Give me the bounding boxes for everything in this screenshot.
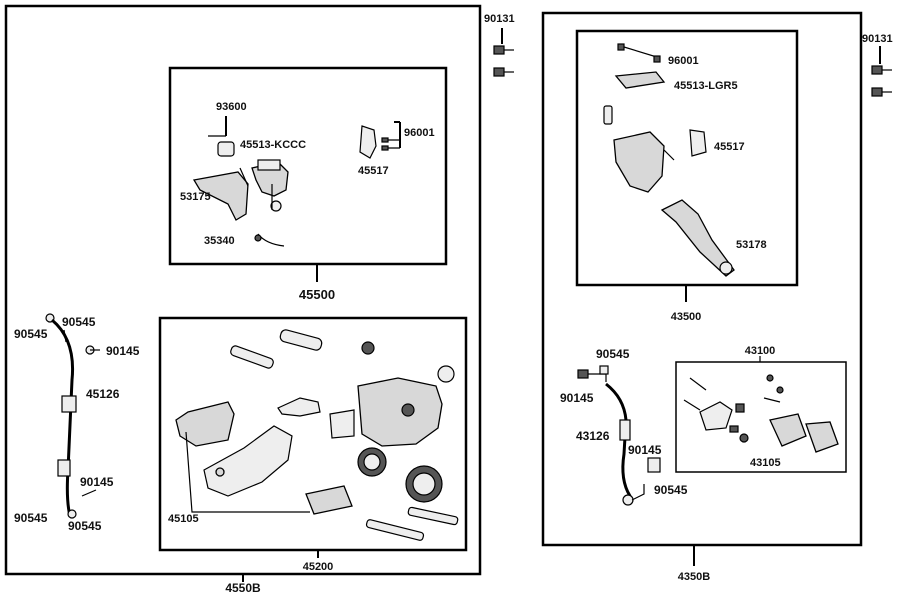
part-53178: 53178 [736, 239, 767, 251]
part-45513-lgr5: 45513-LGR5 [674, 80, 738, 92]
left-hose-part-5: 90145 [80, 475, 114, 489]
left-hose-part-6: 90545 [14, 511, 48, 525]
right-master-drawing [603, 43, 735, 277]
left-caliper-group-frame [158, 316, 468, 552]
right-hose-part-2: 90145 [560, 391, 594, 405]
part-45517-right: 45517 [714, 141, 745, 153]
part-96001-right: 96001 [668, 55, 699, 67]
right-bolt-code: 90131 [862, 33, 893, 45]
left-caliper-group-code: 45200 [303, 561, 334, 573]
right-caliper-group-frame [675, 361, 847, 473]
part-45513-kccc: 45513-KCCC [240, 139, 306, 151]
part-53175: 53175 [180, 191, 211, 203]
part-96001-left: 96001 [404, 127, 435, 139]
part-45517-left: 45517 [358, 165, 389, 177]
right-hose-part-4: 90145 [628, 443, 662, 457]
right-hose-drawing [577, 365, 661, 506]
right-hose-part-1: 90545 [596, 347, 630, 361]
left-hose-part-3: 90145 [106, 344, 140, 358]
part-43105: 43105 [750, 457, 781, 469]
left-master-drawing [192, 116, 401, 247]
right-caliper-group-code: 43100 [745, 345, 776, 357]
left-hose-part-4: 45126 [86, 387, 120, 401]
right-caliper-drawing [683, 374, 839, 453]
part-45105: 45105 [168, 513, 199, 525]
right-assembly-frame [541, 11, 863, 547]
left-hose-part-1: 90545 [14, 327, 48, 341]
left-master-group-frame [168, 66, 448, 266]
left-hose-part-2: 90545 [62, 315, 96, 329]
right-hose-part-3: 43126 [576, 429, 610, 443]
left-master-group-code: 45500 [299, 287, 335, 302]
left-assembly-code: 4550B [225, 581, 261, 595]
part-93600: 93600 [216, 101, 247, 113]
left-hose-drawing [45, 313, 100, 519]
right-top-bolts [871, 46, 892, 97]
center-top-bolts [493, 28, 514, 77]
center-bolt-code: 90131 [484, 13, 515, 25]
part-35340: 35340 [204, 235, 235, 247]
right-master-group-code: 43500 [671, 311, 702, 323]
left-caliper-drawing [175, 329, 459, 541]
right-hose-part-5: 90545 [654, 483, 688, 497]
right-assembly-code: 4350B [678, 571, 710, 583]
left-hose-part-7: 90545 [68, 519, 102, 533]
